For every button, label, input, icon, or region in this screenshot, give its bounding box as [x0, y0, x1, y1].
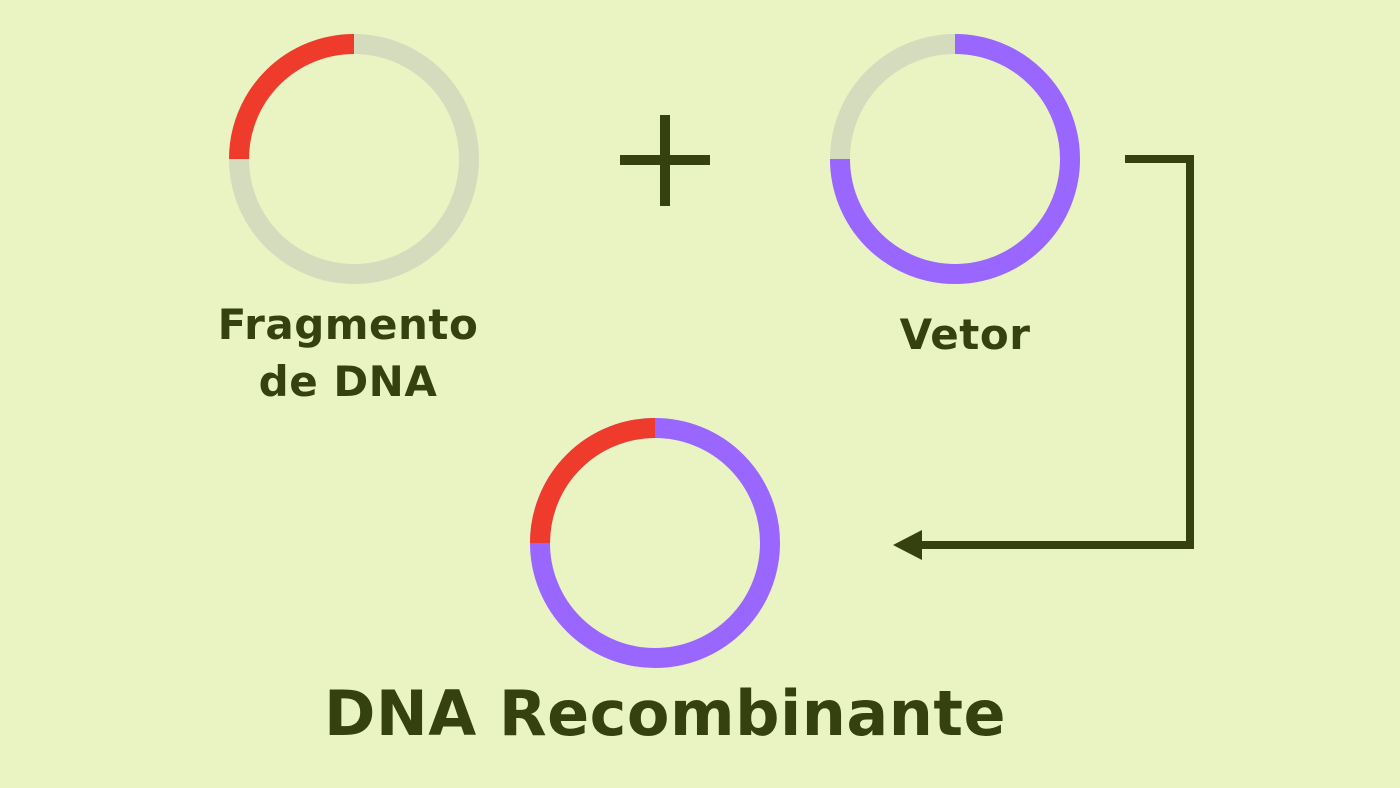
fragment-label: Fragmento de DNA — [188, 296, 508, 410]
dna-fragment-plasmid — [229, 34, 479, 284]
plus-icon — [620, 115, 710, 206]
fragment-arc — [229, 34, 355, 160]
fragment-label-line-1: Fragmento — [217, 300, 479, 349]
arrow-icon — [893, 155, 1194, 560]
recombinant-label: DNA Recombinante — [323, 677, 1007, 750]
fragment-label-line-2: de DNA — [258, 357, 438, 407]
vector-label: Vetor — [899, 310, 1031, 359]
vector-plasmid — [830, 34, 1080, 284]
fragment-arc — [530, 418, 656, 544]
recombinant-plasmid — [530, 418, 780, 668]
vector-arc — [830, 34, 1080, 284]
